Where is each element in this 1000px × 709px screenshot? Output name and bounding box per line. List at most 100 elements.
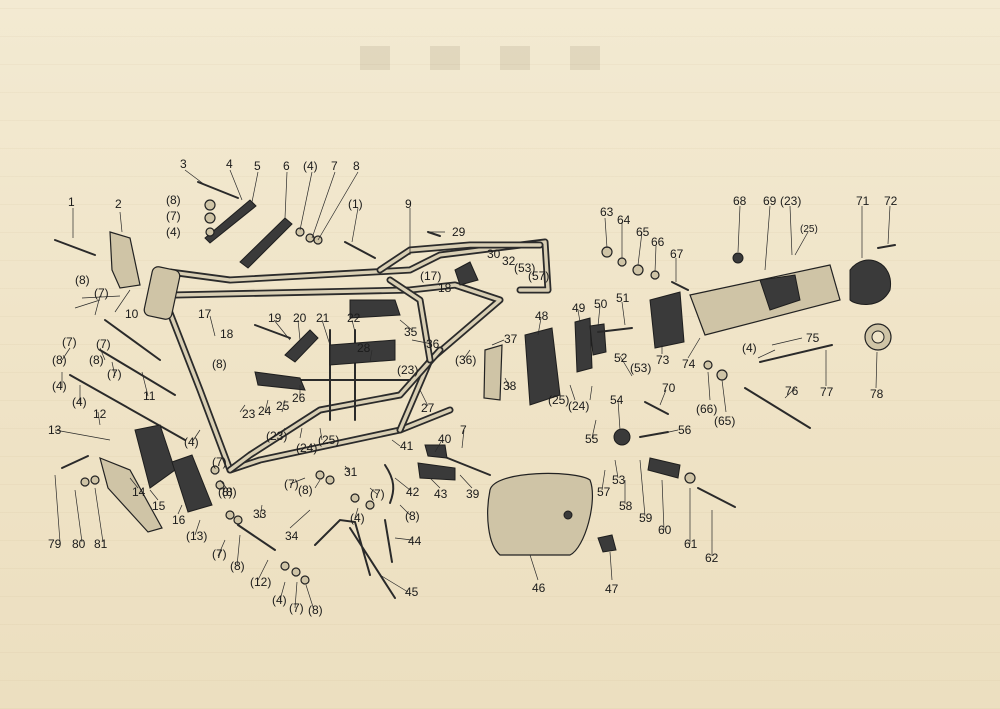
part-label: 8 <box>353 159 360 173</box>
part-label: 72 <box>884 194 898 208</box>
part-label: (7) <box>62 335 77 349</box>
part-label: 46 <box>532 581 546 595</box>
part-label: (25) <box>318 433 339 447</box>
part-label: 35 <box>404 325 418 339</box>
part-label: (24) <box>568 399 589 413</box>
part-label: 44 <box>408 534 422 548</box>
part-label: 66 <box>651 235 665 249</box>
part-label: 39 <box>466 487 480 501</box>
part-label: 63 <box>600 205 614 219</box>
part-label: 58 <box>619 499 633 513</box>
part-label: 1 <box>68 195 75 209</box>
part-label: (8) <box>52 353 67 367</box>
part-label: 10 <box>125 307 139 321</box>
part-label: (8) <box>166 193 181 207</box>
part-label: (4) <box>52 379 67 393</box>
part-label: (25) <box>548 393 569 407</box>
part-label: (8) <box>218 485 233 499</box>
part-label: (7) <box>289 601 304 615</box>
part-label: 7 <box>460 423 467 437</box>
part-label: (7) <box>96 337 111 351</box>
part-label: 3 <box>180 157 187 171</box>
part-label: (8) <box>230 559 245 573</box>
part-label: 23 <box>242 407 256 421</box>
part-label: (4) <box>166 225 181 239</box>
part-label: 12 <box>93 407 107 421</box>
small-parts <box>54 181 896 599</box>
part-label: 30 <box>487 247 501 261</box>
part-label: (7) <box>107 367 122 381</box>
part-label: 60 <box>658 523 672 537</box>
part-label: 62 <box>705 551 719 565</box>
part-label: 56 <box>678 423 692 437</box>
part-label: 53 <box>612 473 626 487</box>
part-label: (8) <box>308 603 323 617</box>
part-label: 26 <box>292 391 306 405</box>
faint-header-marks <box>360 46 600 70</box>
part-label: 68 <box>733 194 747 208</box>
part-label: 80 <box>72 537 86 551</box>
part-label: 74 <box>682 357 696 371</box>
part-label: 76 <box>785 384 799 398</box>
part-label: 31 <box>344 465 358 479</box>
part-label: (65) <box>714 414 735 428</box>
part-label: 65 <box>636 225 650 239</box>
part-label: 40 <box>438 432 452 446</box>
part-label: (4) <box>72 395 87 409</box>
part-label: 20 <box>293 311 307 325</box>
part-label: 77 <box>820 385 834 399</box>
part-label: 32 <box>502 254 516 268</box>
part-label: 59 <box>639 511 653 525</box>
part-label: (7) <box>212 547 227 561</box>
part-label: (1) <box>348 197 363 211</box>
part-label: 78 <box>870 387 884 401</box>
part-label: (8) <box>212 357 227 371</box>
part-label: 7 <box>331 159 338 173</box>
part-label: (7) <box>284 477 299 491</box>
part-label: 79 <box>48 537 62 551</box>
part-label: 70 <box>662 381 676 395</box>
part-label: (7) <box>166 209 181 223</box>
part-label: 11 <box>143 389 156 403</box>
part-label: (57) <box>528 269 549 283</box>
part-label: 43 <box>434 487 448 501</box>
part-label: 29 <box>452 225 466 239</box>
part-label: 24 <box>258 404 272 418</box>
part-label: 17 <box>198 307 212 321</box>
part-label: 67 <box>670 247 684 261</box>
part-label: 33 <box>253 507 267 521</box>
part-label: 5 <box>254 159 261 173</box>
part-label: 75 <box>806 331 820 345</box>
part-label: 37 <box>504 332 518 346</box>
leader-lines <box>54 169 891 611</box>
part-label: (4) <box>184 435 199 449</box>
part-label: 2 <box>115 197 122 211</box>
part-label: 42 <box>406 485 420 499</box>
part-label: 61 <box>684 537 698 551</box>
part-label: 25 <box>276 399 290 413</box>
part-label: (17) <box>420 269 441 283</box>
part-label: (8) <box>89 353 104 367</box>
part-label: (4) <box>272 593 287 607</box>
part-label: 38 <box>503 379 517 393</box>
part-label: 13 <box>48 423 62 437</box>
part-label: 50 <box>594 297 608 311</box>
part-label: (13) <box>186 529 207 543</box>
part-label: 22 <box>347 311 361 325</box>
part-label: 47 <box>605 582 619 596</box>
part-label: 14 <box>132 485 146 499</box>
part-label: 27 <box>421 401 435 415</box>
part-label: 64 <box>617 213 631 227</box>
part-label: 6 <box>283 159 290 173</box>
part-label: (4) <box>742 341 757 355</box>
part-label: 73 <box>656 353 670 367</box>
part-label: 45 <box>405 585 419 599</box>
part-label: 36 <box>426 337 440 351</box>
part-label: 19 <box>268 311 282 325</box>
part-label: 15 <box>152 499 166 513</box>
part-label: 69 <box>763 194 777 208</box>
part-label: 48 <box>535 309 549 323</box>
part-label: 16 <box>172 513 186 527</box>
part-label: (7) <box>212 455 227 469</box>
